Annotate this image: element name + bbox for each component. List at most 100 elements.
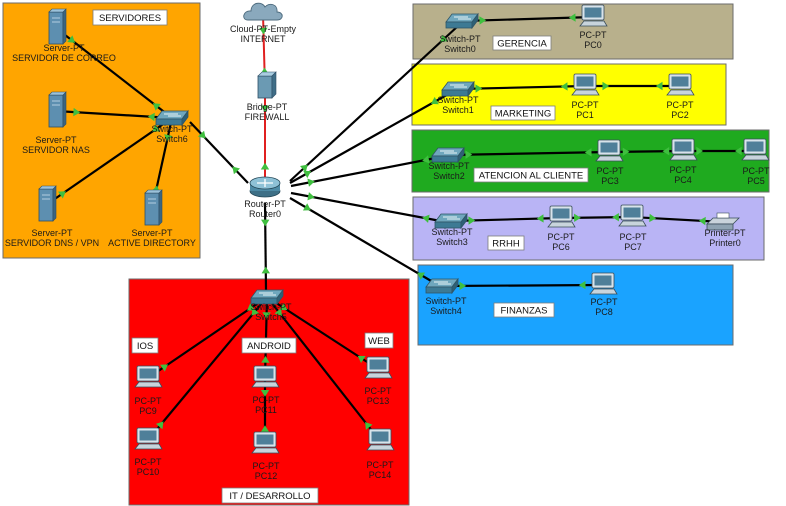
- link-up-icon: [197, 130, 206, 139]
- device-name-label: SERVIDOR DNS / VPN: [5, 238, 99, 248]
- device-name-label: PC5: [747, 176, 765, 186]
- zone-label-text: GERENCIA: [497, 39, 547, 50]
- link-up-icon: [307, 192, 315, 201]
- device-type-label: PC-PT: [365, 386, 393, 396]
- bridge-icon: [257, 71, 277, 99]
- link-up-icon: [655, 81, 663, 91]
- device-type-label: Switch-PT: [439, 34, 481, 44]
- pc-icon: [134, 365, 163, 388]
- cable-router0-switch5[interactable]: [263, 202, 268, 291]
- device-name-label: INTERNET: [241, 34, 287, 44]
- switch-icon: [445, 12, 479, 30]
- zone-label-marketing: MARKETING: [490, 105, 556, 121]
- link-up-icon: [164, 134, 173, 142]
- link-up-icon: [602, 81, 610, 91]
- cable-router0-switch0[interactable]: [289, 25, 459, 182]
- cable-switch5-pc10[interactable]: [147, 296, 268, 441]
- cable-switch6-srv_dns[interactable]: [45, 117, 173, 206]
- link-up-icon: [57, 191, 66, 199]
- device-name-label: Switch5: [255, 312, 287, 322]
- zone-label-gerencia: GERENCIA: [492, 35, 552, 51]
- cable-router0-switch4[interactable]: [289, 197, 439, 286]
- server-icon: [38, 185, 57, 222]
- cable-router0-switch2[interactable]: [290, 154, 447, 188]
- cable-pc6-pc7[interactable]: [560, 215, 633, 220]
- link-up-icon: [67, 35, 76, 43]
- zone-label-text: FINANZAS: [501, 306, 548, 317]
- cable-router0-switch3[interactable]: [290, 191, 447, 224]
- cable-router0-switch6[interactable]: [189, 121, 249, 184]
- zone-label-text: IT / DESARROLLO: [229, 491, 310, 502]
- pc-icon: [366, 428, 395, 451]
- device-type-label: Switch-PT: [428, 161, 470, 171]
- device-type-label: Switch-PT: [437, 95, 479, 105]
- device-type-label: Router-PT: [244, 199, 286, 209]
- cable-switch5-pc11[interactable]: [263, 296, 269, 379]
- device-name-label: SERVIDOR NAS: [22, 145, 90, 155]
- link-up-icon: [262, 312, 271, 320]
- device-name-label: PC13: [367, 396, 390, 406]
- device-type-label: Server-PT: [131, 228, 173, 238]
- link-up-icon: [696, 146, 704, 156]
- device-name-label: PC9: [139, 406, 157, 416]
- link-up-icon: [465, 150, 473, 159]
- cable-router0-switch1[interactable]: [289, 91, 453, 184]
- switch-icon: [250, 288, 284, 306]
- server-icon: [144, 189, 163, 226]
- zone-label-text: IOS: [137, 341, 153, 352]
- link-up-icon: [734, 146, 742, 156]
- switch-icon: [441, 80, 475, 98]
- link-up-icon: [303, 170, 312, 179]
- link-up-icon: [152, 103, 161, 111]
- pc-icon: [595, 139, 624, 162]
- link-up-icon: [261, 266, 271, 274]
- device-name-label: PC14: [369, 470, 392, 480]
- zone-servidores: [2, 2, 201, 259]
- device-type-label: Switch-PT: [425, 296, 467, 306]
- cable-pc3-pc4[interactable]: [608, 149, 684, 154]
- server-icon: [48, 91, 67, 128]
- device-type-label: PC-PT: [135, 457, 163, 467]
- cable-switch2-pc3[interactable]: [447, 150, 610, 157]
- cable-pc7-printer0[interactable]: [631, 215, 724, 224]
- zone-label-it: IT / DESARROLLO: [221, 487, 319, 504]
- cable-switch6-srv_mail[interactable]: [55, 27, 173, 119]
- cable-switch5-pc14[interactable]: [266, 296, 381, 442]
- cable-switch4-pc8[interactable]: [441, 283, 604, 288]
- zone-label-ios: IOS: [131, 337, 159, 354]
- link-up-icon: [568, 13, 576, 22]
- link-up-icon: [152, 124, 161, 132]
- zone-label-servidores: SERVIDORES: [92, 9, 168, 26]
